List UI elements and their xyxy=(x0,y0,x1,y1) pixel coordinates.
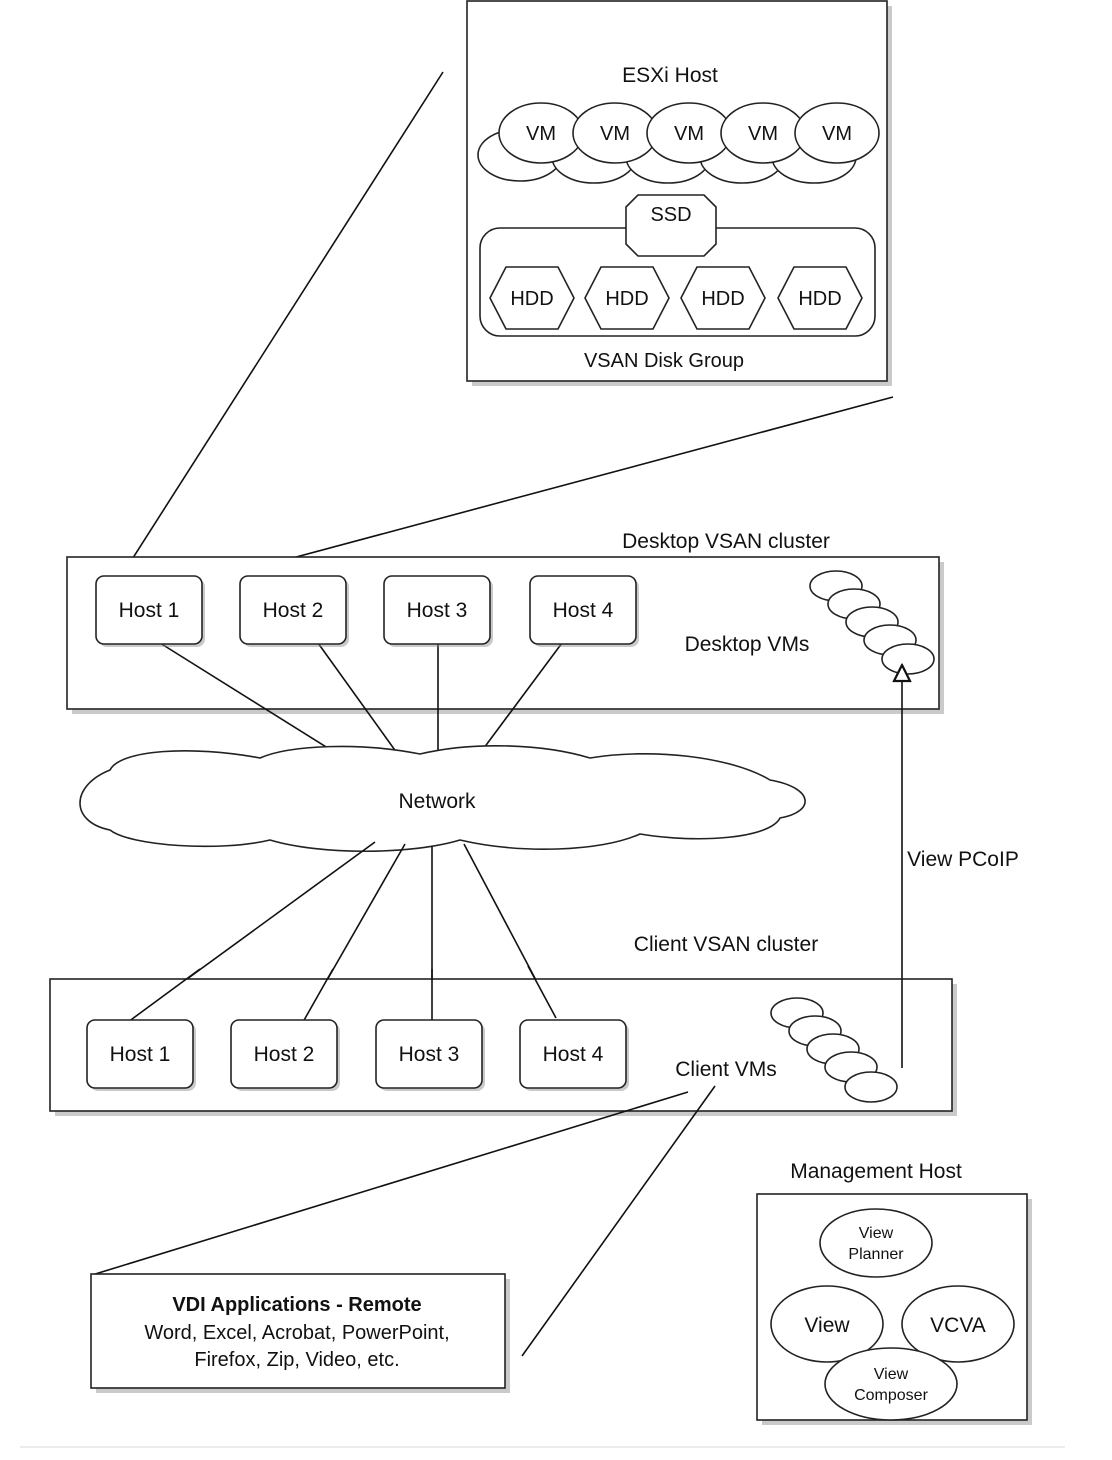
svg-text:View: View xyxy=(804,1314,850,1337)
callout-line xyxy=(521,1085,716,1357)
hdd-disk: HDD xyxy=(777,266,863,330)
client-host-1: Host 1 xyxy=(86,1019,196,1091)
pcoip-label: View PCoIP xyxy=(907,848,1019,871)
svg-text:Planner: Planner xyxy=(848,1246,904,1263)
disk-group-label: VSAN Disk Group xyxy=(584,350,744,372)
svg-text:Host 2: Host 2 xyxy=(263,599,324,622)
svg-text:SSD: SSD xyxy=(650,204,691,226)
vdi-apps-line-1: Word, Excel, Acrobat, PowerPoint, xyxy=(144,1322,449,1344)
svg-text:View: View xyxy=(874,1366,909,1383)
view-node: View xyxy=(770,1285,884,1363)
desktop-host-2: Host 2 xyxy=(239,575,349,647)
vm-node: VM xyxy=(572,102,658,164)
esxi-host-box: ESXi Host VM VM VM VM xyxy=(466,0,892,386)
callout-line xyxy=(91,1091,689,1276)
svg-text:HDD: HDD xyxy=(798,288,841,310)
svg-text:Host 1: Host 1 xyxy=(119,599,180,622)
vcva-node: VCVA xyxy=(901,1285,1015,1363)
view-planner-node: View Planner xyxy=(819,1208,933,1278)
desktop-cluster-title: Desktop VSAN cluster xyxy=(622,530,830,553)
client-host-3: Host 3 xyxy=(375,1019,485,1091)
vdi-apps-line-2: Firefox, Zip, Video, etc. xyxy=(194,1349,399,1371)
svg-text:Host 1: Host 1 xyxy=(110,1043,171,1066)
svg-text:Host 3: Host 3 xyxy=(399,1043,460,1066)
desktop-host-1: Host 1 xyxy=(95,575,205,647)
svg-text:Host 4: Host 4 xyxy=(543,1043,604,1066)
desktop-host-4: Host 4 xyxy=(529,575,639,647)
vm-node: VM xyxy=(720,102,806,164)
client-host-4: Host 4 xyxy=(519,1019,629,1091)
client-host-2: Host 2 xyxy=(230,1019,340,1091)
svg-text:View: View xyxy=(859,1225,894,1242)
vm-node: VM xyxy=(498,102,584,164)
hdd-disk: HDD xyxy=(584,266,670,330)
svg-text:VM: VM xyxy=(526,123,556,145)
client-network-links-inner xyxy=(127,965,903,1068)
desktop-cluster-box xyxy=(66,556,944,714)
vm-node: VM xyxy=(646,102,732,164)
svg-text:HDD: HDD xyxy=(510,288,553,310)
network-cloud: Network xyxy=(79,745,806,853)
desktop-host-3: Host 3 xyxy=(383,575,493,647)
svg-text:VM: VM xyxy=(600,123,630,145)
esxi-host-title: ESXi Host xyxy=(622,64,718,87)
vdi-title: VDI Applications - Remote xyxy=(172,1294,421,1316)
vsan-disk-group: SSD HDD HDD HDD HDD xyxy=(479,194,876,337)
svg-text:HDD: HDD xyxy=(701,288,744,310)
view-composer-node: View Composer xyxy=(824,1347,958,1421)
hdd-disk: HDD xyxy=(680,266,766,330)
management-host-title: Management Host xyxy=(790,1160,962,1183)
zoom-line xyxy=(202,396,894,583)
desktop-vm-stack xyxy=(809,570,935,675)
svg-text:Host 4: Host 4 xyxy=(553,599,614,622)
svg-text:Composer: Composer xyxy=(854,1387,928,1404)
vm-row: VM VM VM VM VM xyxy=(498,102,880,164)
hdd-disk: HDD xyxy=(489,266,575,330)
desktop-network-links xyxy=(159,642,563,766)
client-vm-stack xyxy=(770,997,898,1103)
client-vms-label: Client VMs xyxy=(675,1058,777,1081)
svg-text:VM: VM xyxy=(748,123,778,145)
vdi-applications-box: VDI Applications - Remote Word, Excel, A… xyxy=(90,1273,510,1393)
svg-text:HDD: HDD xyxy=(605,288,648,310)
svg-text:VM: VM xyxy=(674,123,704,145)
desktop-vms-label: Desktop VMs xyxy=(685,633,810,656)
ssd-disk: SSD xyxy=(625,194,717,257)
network-label: Network xyxy=(398,790,476,813)
svg-text:VCVA: VCVA xyxy=(930,1314,986,1337)
client-cluster-title: Client VSAN cluster xyxy=(634,933,818,956)
svg-text:Host 2: Host 2 xyxy=(254,1043,315,1066)
svg-text:VM: VM xyxy=(822,123,852,145)
zoom-line xyxy=(107,71,444,598)
vm-node: VM xyxy=(794,102,880,164)
svg-text:Host 3: Host 3 xyxy=(407,599,468,622)
